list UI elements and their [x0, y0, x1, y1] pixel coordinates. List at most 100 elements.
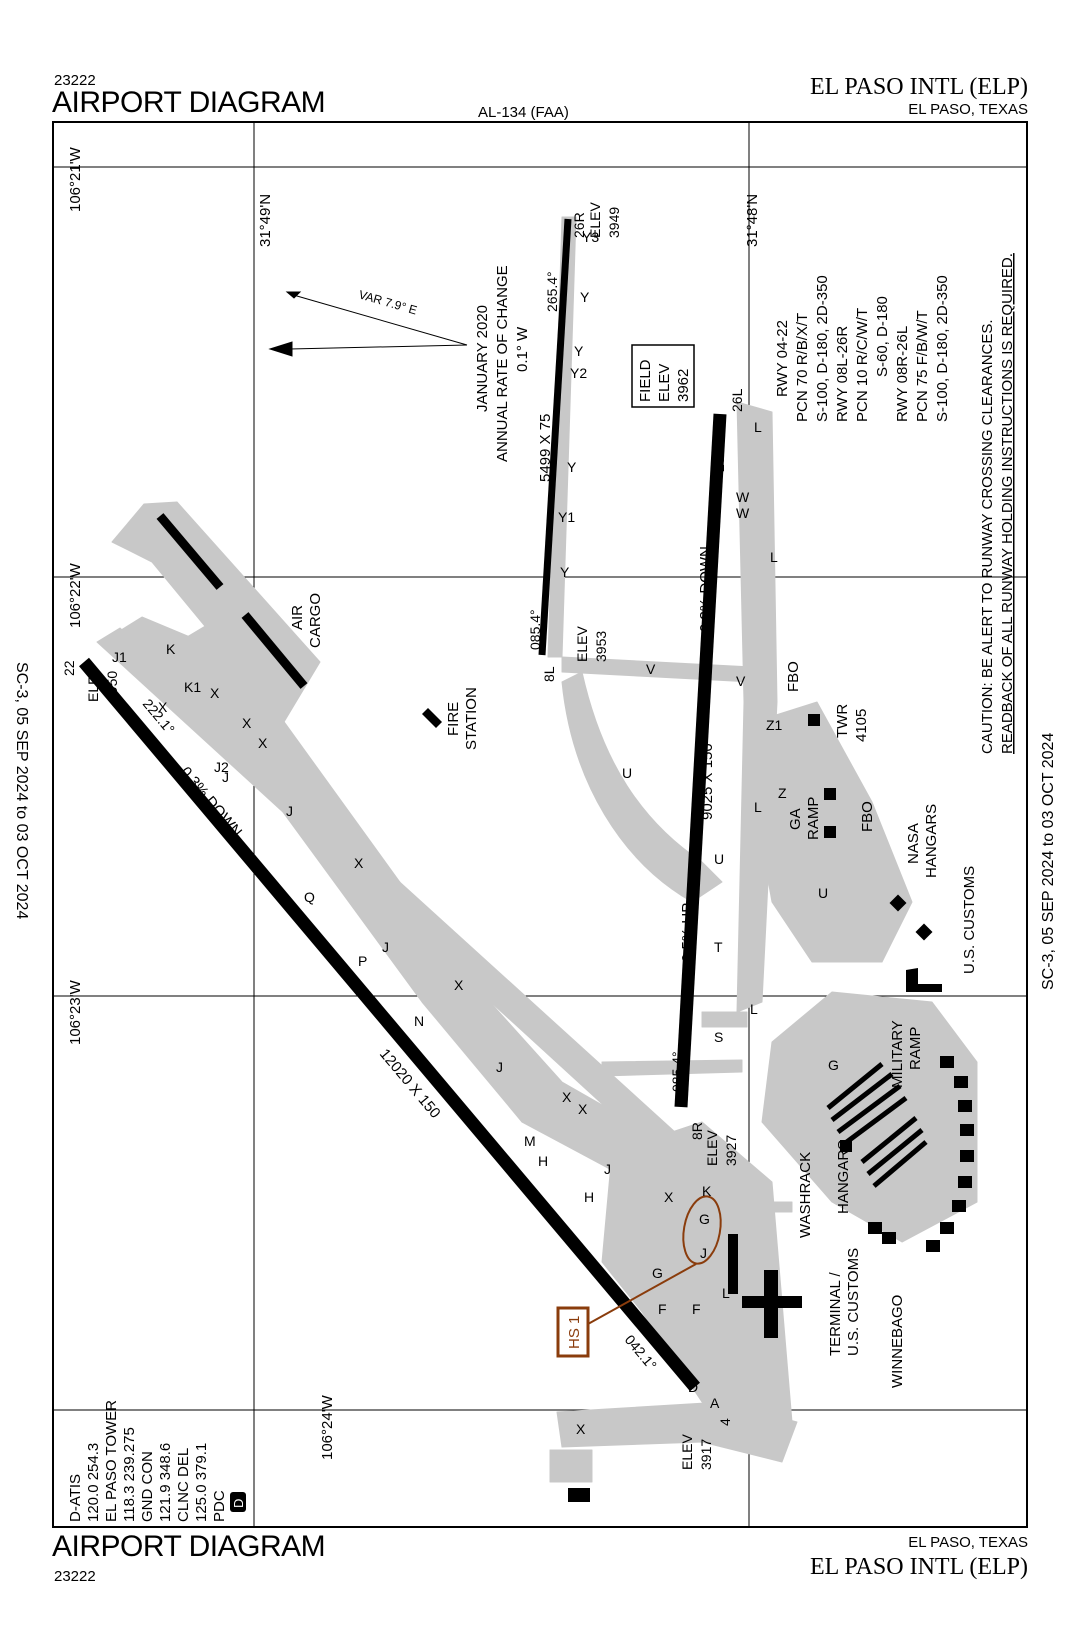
svg-text:A: A [710, 1395, 720, 1411]
svg-text:3949: 3949 [606, 207, 622, 238]
lat-label-2: 31°48'N [744, 194, 761, 247]
svg-text:J: J [286, 803, 293, 819]
caution-line-2: READBACK OF ALL RUNWAY HOLDING INSTRUCTI… [999, 253, 1016, 754]
svg-text:J: J [604, 1161, 611, 1177]
svg-text:S-100, D-180, 2D-350: S-100, D-180, 2D-350 [934, 275, 951, 422]
svg-text:Y3: Y3 [582, 229, 599, 245]
city-top: EL PASO, TEXAS [908, 101, 1028, 118]
svg-text:X: X [576, 1421, 586, 1437]
svg-text:H: H [584, 1189, 594, 1205]
svg-text:8R: 8R [689, 1122, 705, 1140]
svg-text:X: X [578, 1101, 588, 1117]
svg-text:L: L [754, 419, 762, 435]
svg-text:S-60, D-180: S-60, D-180 [874, 296, 891, 377]
variation-line-2: ANNUAL RATE OF CHANGE [494, 265, 511, 462]
svg-text:WASHRACK: WASHRACK [797, 1152, 814, 1238]
taxiway-labels: A D F F G G G J J J J J J K K K1 X X X X… [112, 229, 839, 1437]
svg-text:W: W [736, 505, 750, 521]
svg-text:N: N [414, 1013, 424, 1029]
svg-text:X: X [562, 1089, 572, 1105]
runway-04-22 [79, 657, 700, 1392]
caution-line-1: CAUTION: BE ALERT TO RUNWAY CROSSING CLE… [979, 319, 996, 754]
svg-text:X: X [354, 855, 364, 871]
chart-title-top: AIRPORT DIAGRAM [52, 86, 326, 119]
svg-text:Y1: Y1 [558, 509, 575, 525]
svg-text:X: X [242, 715, 252, 731]
procedure-number-top: 23222 [54, 72, 96, 89]
svg-text:J: J [700, 1245, 707, 1261]
variation-line-1: JANUARY 2020 [474, 305, 491, 412]
lat-label-1: 31°49'N [257, 194, 274, 247]
runways [79, 218, 727, 1392]
svg-text:M: M [524, 1133, 536, 1149]
svg-text:120.0 254.3: 120.0 254.3 [85, 1443, 102, 1522]
svg-text:L: L [722, 1285, 730, 1301]
svg-text:3953: 3953 [593, 631, 609, 662]
svg-text:RWY 08L-26R: RWY 08L-26R [834, 326, 851, 422]
svg-text:X: X [258, 735, 268, 751]
svg-text:3917: 3917 [698, 1439, 714, 1470]
svg-text:D: D [688, 1379, 698, 1395]
svg-text:118.3 239.275: 118.3 239.275 [121, 1427, 138, 1522]
svg-text:3927: 3927 [723, 1135, 739, 1166]
facility-labels: AIR CARGO FIRE STATION FBO TWR 4105 GA R… [289, 593, 978, 1388]
svg-text:K1: K1 [184, 679, 201, 695]
svg-text:3950: 3950 [104, 671, 120, 702]
svg-text:AIR: AIR [289, 605, 306, 630]
svg-text:V: V [736, 673, 746, 689]
svg-text:L: L [750, 1001, 758, 1017]
variation-line-3: 0.1° W [514, 326, 531, 372]
svg-text:5499 X 75: 5499 X 75 [537, 414, 554, 482]
svg-text:X: X [664, 1189, 674, 1205]
chart-title-bottom: AIRPORT DIAGRAM [52, 1530, 326, 1563]
city-bottom: EL PASO, TEXAS [908, 1534, 1028, 1551]
svg-text:RAMP: RAMP [907, 1027, 924, 1070]
svg-text:8L: 8L [541, 666, 557, 682]
svg-text:9025 X 150: 9025 X 150 [699, 743, 716, 820]
svg-text:U.S. CUSTOMS: U.S. CUSTOMS [845, 1248, 862, 1356]
svg-text:U.S. CUSTOMS: U.S. CUSTOMS [961, 866, 978, 974]
svg-text:X: X [210, 685, 220, 701]
svg-text:X: X [158, 699, 168, 715]
svg-text:FBO: FBO [785, 661, 802, 692]
svg-text:26R: 26R [571, 212, 587, 238]
svg-text:PDC: PDC [211, 1490, 228, 1522]
svg-text:TWR: TWR [834, 704, 851, 738]
svg-text:Y2: Y2 [570, 365, 587, 381]
svg-text:D-ATIS: D-ATIS [67, 1474, 84, 1522]
svg-text:4: 4 [717, 1418, 733, 1426]
svg-text:ELEV: ELEV [85, 666, 101, 702]
svg-text:125.0 379.1: 125.0 379.1 [193, 1443, 210, 1522]
variation-value: VAR 7.9° E [357, 287, 418, 317]
hot-spot-label: HS 1 [566, 1316, 583, 1349]
svg-text:STATION: STATION [463, 687, 480, 750]
svg-text:RAMP: RAMP [805, 797, 822, 840]
lon-label-4: 106°24'W [319, 1394, 336, 1460]
field-elev-3: 3962 [675, 369, 692, 402]
svg-text:0.3% DOWN: 0.3% DOWN [177, 764, 245, 841]
svg-text:Z1: Z1 [766, 717, 783, 733]
svg-text:J1: J1 [112, 649, 127, 665]
svg-text:W: W [736, 489, 750, 505]
svg-text:G: G [828, 1057, 839, 1073]
procedure-number-bottom: 23222 [54, 1568, 96, 1585]
svg-text:MILITARY: MILITARY [889, 1020, 906, 1088]
svg-text:U: U [818, 885, 828, 901]
military-parking [826, 1062, 928, 1188]
svg-text:L: L [770, 549, 778, 565]
airport-diagram: HS 1 FIELD ELEV 3962 106°21'W 106°22'W 1… [54, 123, 1026, 1526]
runway-08r-26l [674, 413, 727, 1108]
svg-text:S-100, D-180, 2D-350: S-100, D-180, 2D-350 [814, 275, 831, 422]
svg-text:K: K [702, 1183, 712, 1199]
svg-text:085.4°: 085.4° [527, 609, 543, 650]
field-elev-2: ELEV [656, 364, 673, 402]
svg-text:ELEV: ELEV [704, 1130, 720, 1166]
svg-text:FIRE: FIRE [445, 702, 462, 736]
svg-text:L: L [754, 799, 762, 815]
svg-text:H: H [538, 1153, 548, 1169]
svg-text:Q: Q [304, 889, 315, 905]
pdc-badge [230, 1492, 246, 1512]
svg-text:CARGO: CARGO [307, 593, 324, 648]
svg-text:U: U [622, 765, 632, 781]
buildings [422, 708, 974, 1502]
